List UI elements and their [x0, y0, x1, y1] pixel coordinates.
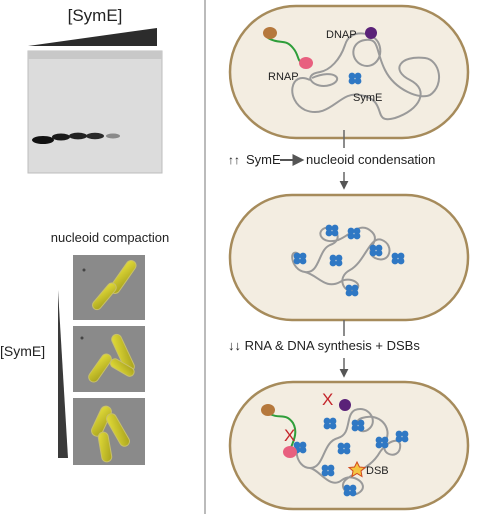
cell-normal: [228, 4, 470, 140]
gel-title: [SymE]: [68, 6, 123, 25]
syme-label: SymE: [353, 92, 382, 104]
gel-band: [52, 133, 70, 141]
rnap-block-mark: X: [284, 426, 295, 445]
microscopy-gradient-wedge: [58, 290, 68, 458]
gel-image: [27, 50, 163, 174]
micrograph-mid: [73, 326, 145, 392]
step2-text: ↓↓ RNA & DNA synthesis + DSBs: [228, 338, 420, 353]
micrograph-high: [73, 398, 145, 465]
dnap-icon: [339, 399, 351, 411]
gel-wells: [28, 51, 162, 59]
step1-arrows: ↑↑: [228, 153, 240, 167]
dsb-label: DSB: [366, 465, 389, 477]
cell-condensed: [228, 193, 470, 322]
gel-band: [106, 133, 120, 139]
rna-transcript: [267, 412, 297, 451]
dsb-star-icon: [347, 460, 367, 478]
step1-result: nucleoid condensation: [306, 152, 435, 167]
gel-concentration-wedge: [28, 28, 157, 46]
micrograph-low: [73, 255, 145, 320]
dnap-block-mark: X: [322, 390, 333, 409]
gel-band: [86, 132, 104, 140]
rnap-icon: [283, 446, 297, 458]
microscopy-title: nucleoid compaction: [51, 230, 170, 245]
dnap-label: DNAP: [326, 29, 357, 41]
gel-band: [69, 132, 87, 140]
gel-band: [32, 136, 54, 144]
rnap-icon: [299, 57, 313, 69]
rnap-label: RNAP: [268, 71, 299, 83]
microscopy-gradient-label: [SymE]: [0, 343, 45, 359]
ribosome-icon: [263, 27, 277, 39]
gel-bands: [32, 132, 120, 144]
ribosome-icon: [261, 404, 275, 416]
dnap-icon: [365, 27, 377, 39]
step1-subject: SymE: [246, 152, 281, 167]
nucleoid-dna-loose: [291, 32, 440, 121]
